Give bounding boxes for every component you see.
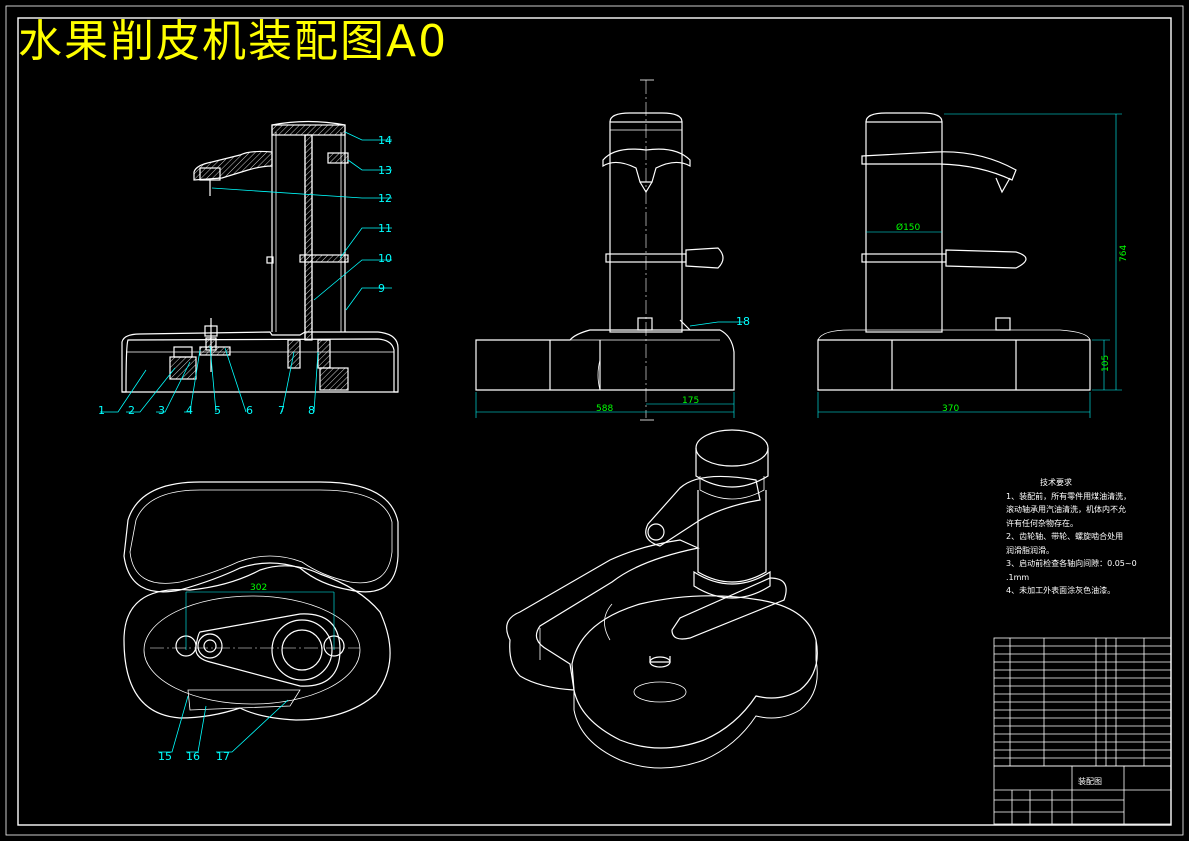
tech-req-line: 许有任何杂物存在。 [1006, 518, 1078, 528]
part-number-7: 7 [278, 404, 285, 417]
part-number-1: 1 [98, 404, 105, 417]
part-number-14: 14 [378, 134, 392, 147]
tech-req-line: 3、启动前检查各轴向间隙：0.05~0 [1006, 559, 1137, 568]
title-block [993, 765, 1172, 825]
part-number-3: 3 [158, 404, 165, 417]
bom-table [993, 637, 1172, 767]
dim-front-offset: 175 [682, 396, 699, 406]
tech-req-line: 润滑脂润滑。 [1006, 545, 1054, 555]
part-number-10: 10 [378, 252, 392, 265]
part-number-17: 17 [216, 750, 230, 763]
inner-border [17, 17, 1172, 826]
tech-req-heading: 技术要求 [1040, 478, 1072, 487]
section-view [100, 120, 399, 413]
part-number-15: 15 [158, 750, 172, 763]
dim-side-height: 764 [1119, 245, 1129, 262]
part-number-13: 13 [378, 164, 392, 177]
part-number-12: 12 [378, 192, 392, 205]
part-number-5: 5 [214, 404, 221, 417]
plan-view [123, 481, 399, 753]
part-number-11: 11 [378, 222, 392, 235]
tech-req-line: 滚动轴承用汽油清洗，机体内不允 [1006, 505, 1126, 514]
side-view [817, 112, 1122, 418]
tech-req-line: 1、装配前，所有零件用煤油清洗， [1006, 491, 1132, 501]
tech-req-line: 4、未加工外表面涂灰色油漆。 [1006, 586, 1116, 595]
technical-requirements: 技术要求 1、装配前，所有零件用煤油清洗， 滚动轴承用汽油清洗，机体内不允 许有… [1006, 476, 1137, 598]
part-number-4: 4 [186, 404, 193, 417]
drawing-title: 水果削皮机装配图A0 [18, 16, 449, 67]
dim-front-width: 588 [596, 404, 613, 414]
part-number-9: 9 [378, 282, 385, 295]
front-view [475, 79, 745, 421]
dim-side-base: 105 [1101, 355, 1111, 372]
tech-req-line: 2、齿轮轴、带轮、螺旋啮合处用 [1006, 532, 1124, 541]
part-number-6: 6 [246, 404, 253, 417]
dim-side-width: 370 [942, 404, 959, 414]
part-number-8: 8 [308, 404, 315, 417]
part-number-16: 16 [186, 750, 200, 763]
dim-plan-span: 302 [250, 583, 267, 593]
title-block-drawing-name: 装配图 [1078, 776, 1102, 786]
part-number-2: 2 [128, 404, 135, 417]
part-number-18: 18 [736, 315, 750, 328]
isometric-view [506, 429, 818, 769]
outer-border [5, 5, 1184, 836]
tech-req-line: .1mm [1006, 572, 1030, 582]
dim-column-diameter: Ø150 [896, 222, 921, 233]
